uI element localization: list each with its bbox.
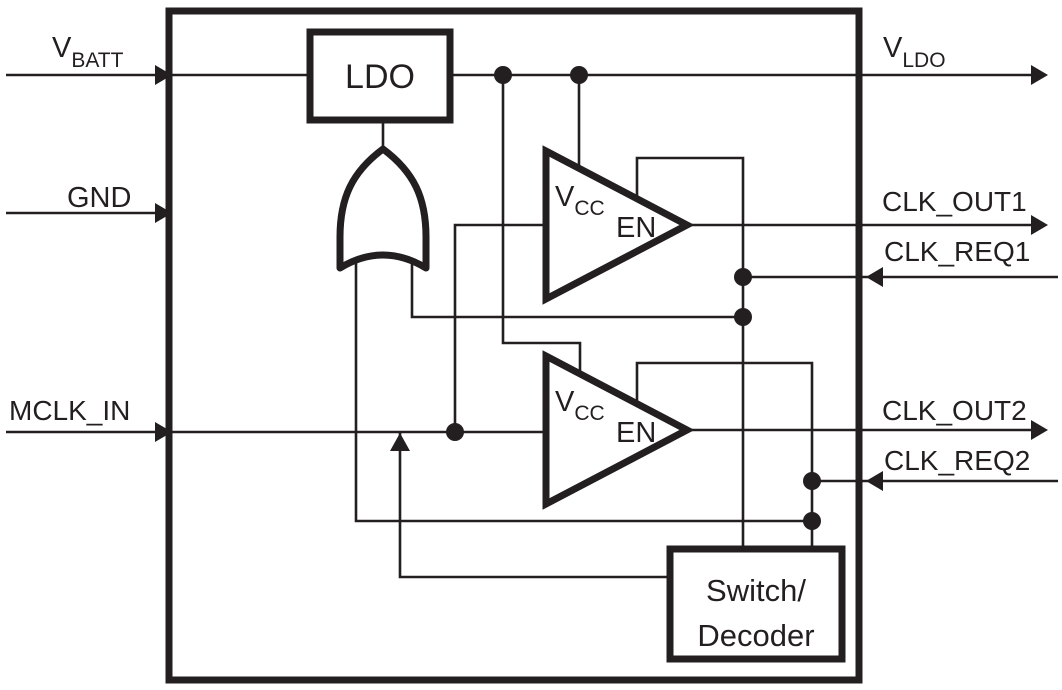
arrow-clk-req1-in-icon — [866, 267, 883, 287]
switch-decoder-label-line1: Switch/ — [706, 573, 806, 608]
pin-label-clk-req1: CLK_REQ1 — [884, 236, 1030, 267]
buffer2-symbol: VCC EN — [542, 350, 695, 510]
junction-vldo-buffer2 — [494, 66, 512, 84]
buffer1-supply-label: VCC — [555, 181, 605, 220]
arrow-vldo-out-icon — [1031, 65, 1048, 85]
pin-label-clk-out1: CLK_OUT1 — [882, 186, 1027, 217]
pin-label-mclk-in: MCLK_IN — [9, 395, 130, 426]
arrow-mclk-in-icon — [155, 422, 172, 442]
ldo-box — [306, 28, 454, 124]
pin-label-gnd: GND — [67, 182, 131, 214]
wire-or-input-left — [354, 252, 812, 523]
wire-en2-loop-column — [635, 361, 814, 546]
pin-label-vldo: VLDO — [883, 32, 946, 72]
wire-en1-loop-column — [635, 156, 745, 546]
wire-switch-control — [398, 433, 667, 579]
buffer2-supply-label: VCC — [555, 386, 605, 425]
wires — [6, 73, 1058, 579]
arrow-gnd-in-icon — [155, 203, 172, 223]
switch-decoder-box — [666, 545, 846, 663]
pin-label-clk-req2: CLK_REQ2 — [884, 445, 1030, 476]
buffer1-enable-label: EN — [616, 212, 656, 244]
junction-req1-or — [734, 308, 752, 326]
junction-vldo-buffer1 — [570, 66, 588, 84]
switch-decoder-label-line2: Decoder — [697, 618, 814, 653]
buffer2-triangle — [542, 350, 695, 510]
arrow-clk-req2-in-icon — [866, 471, 883, 491]
arrow-vbatt-in-icon — [155, 65, 172, 85]
junction-dots — [446, 66, 821, 530]
or-gate-symbol — [336, 145, 430, 272]
arrowheads — [155, 65, 1048, 491]
pin-labels: VBATT GND MCLK_IN VLDO CLK_OUT1 CLK_REQ1… — [9, 32, 1030, 476]
switch-decoder-block: Switch/ Decoder — [666, 545, 846, 663]
ic-boundary-box — [165, 7, 863, 684]
arrow-switch-to-mclk-icon — [390, 433, 410, 451]
wire-or-input-right — [410, 252, 743, 319]
arrow-clk-out2-icon — [1031, 420, 1048, 440]
junction-req1-en1 — [734, 268, 752, 286]
junction-req2-en2 — [803, 472, 821, 490]
wire-vcc-buffer2 — [501, 75, 582, 377]
arrow-clk-out1-icon — [1031, 215, 1048, 235]
buffer2-enable-label: EN — [616, 417, 656, 449]
pin-label-vbatt: VBATT — [52, 32, 124, 72]
buffer1-symbol: VCC EN — [542, 145, 695, 305]
junction-mclk-branch — [446, 423, 464, 441]
ldo-label: LDO — [345, 58, 415, 96]
junction-req2-or — [803, 512, 821, 530]
wire-mclk-branch-buffer1 — [453, 223, 546, 432]
pin-label-clk-out2: CLK_OUT2 — [882, 395, 1027, 426]
ldo-block: LDO — [306, 28, 454, 124]
buffer1-triangle — [542, 145, 695, 305]
